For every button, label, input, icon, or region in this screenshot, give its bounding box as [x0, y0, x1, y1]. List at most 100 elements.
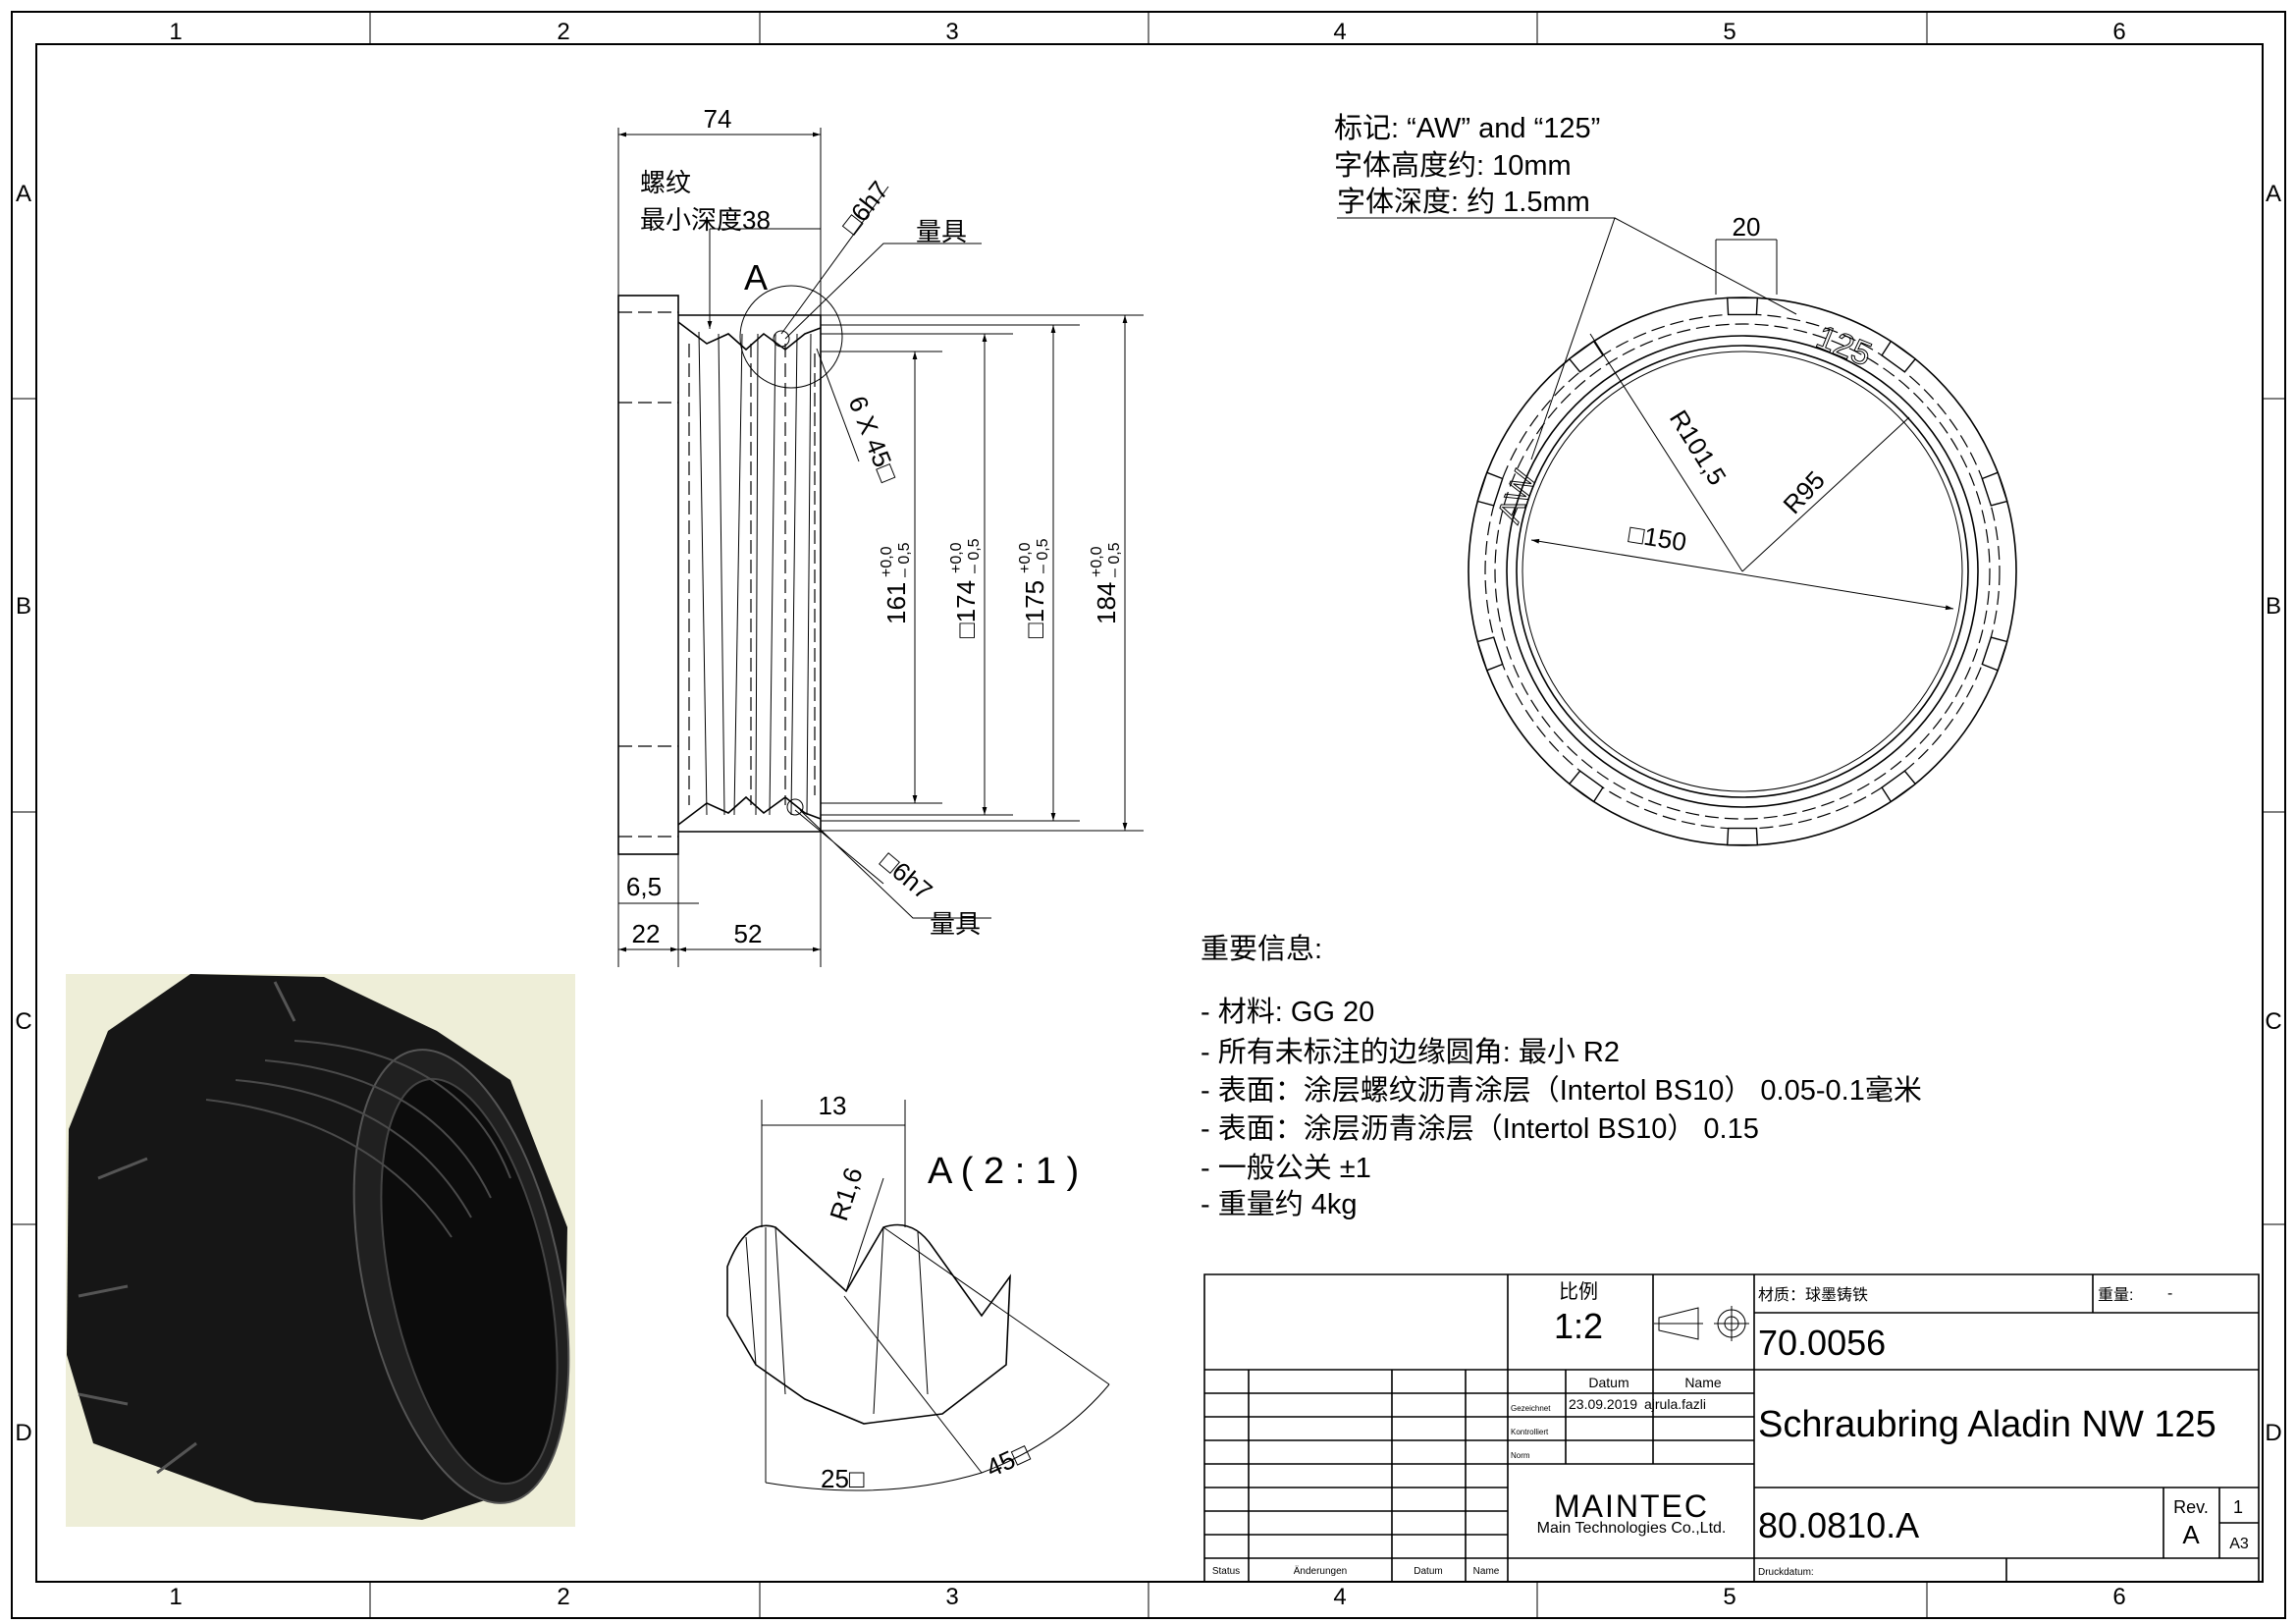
- rev-value: A: [2182, 1520, 2200, 1549]
- zone-row-a-left: A: [16, 181, 31, 207]
- weight-value: -: [2167, 1285, 2172, 1302]
- bore-dia: □150: [1627, 518, 1688, 557]
- chamfer-dim: 6 X 45□: [842, 392, 903, 486]
- thread-depth-label: 最小深度38: [640, 205, 771, 235]
- dia-175: □175: [1020, 580, 1049, 638]
- marking-line-1: 标记: “AW” and “125”: [1334, 112, 1600, 144]
- company-name: Main Technologies Co.,Ltd.: [1537, 1520, 1727, 1537]
- radius-outer: R101,5: [1664, 405, 1733, 490]
- zone-col-6-bottom: 6: [2112, 1584, 2125, 1610]
- zone-row-c-left: C: [15, 1008, 31, 1035]
- zone-row-a-right: A: [2266, 181, 2281, 207]
- marking-line-2: 字体高度约: 10mm: [1334, 149, 1572, 182]
- scale-label: 比例: [1559, 1280, 1598, 1303]
- weight-label: 重量:: [2098, 1286, 2133, 1304]
- rev-name-label: Name: [1473, 1566, 1500, 1577]
- sheet-number: 1: [2233, 1497, 2243, 1517]
- dia-161-tol-plus: +0,0: [879, 546, 895, 577]
- changes-label: Änderungen: [1294, 1565, 1348, 1577]
- notes-title: 重要信息:: [1201, 933, 1322, 965]
- detail-a-marker: A: [744, 257, 768, 298]
- zone-row-b-left: B: [16, 593, 31, 620]
- company-logo: MAINTEC: [1554, 1488, 1709, 1524]
- zone-col-4-bottom: 4: [1333, 1584, 1346, 1610]
- note-item: - 重量约 4kg: [1201, 1188, 1358, 1220]
- material: 材质：球墨铸铁: [1758, 1286, 1868, 1304]
- drawn-label: Gezeichnet: [1511, 1404, 1551, 1413]
- dia-174: □174: [951, 580, 981, 638]
- slot-width-dim: 20: [1733, 212, 1761, 242]
- dim-52: 52: [734, 919, 763, 948]
- dia-184: 184: [1092, 582, 1121, 624]
- notes: 重要信息: - 材料: GG 20 - 所有未标注的边缘圆角: 最小 R2 - …: [1201, 933, 1922, 1220]
- engraving-aw: AW: [1490, 465, 1544, 528]
- detail-a-circle: [739, 285, 843, 389]
- zone-row-c-right: C: [2265, 1008, 2281, 1035]
- drawing-title: Schraubring Aladin NW 125: [1758, 1404, 2216, 1445]
- thread-label: 螺纹: [640, 168, 691, 197]
- sheet-format: A3: [2229, 1536, 2249, 1552]
- detail-angle-right: 45□: [982, 1437, 1034, 1483]
- gauge-label-bottom: 量具: [930, 909, 981, 939]
- note-item: - 表面：涂层螺纹沥青涂层（Intertol BS10） 0.05-0.1毫米: [1201, 1074, 1922, 1107]
- zone-col-6-top: 6: [2112, 19, 2125, 45]
- dim-22: 22: [632, 919, 661, 948]
- drawn-by: ajrula.fazli: [1644, 1396, 1706, 1412]
- dia-174-tol-plus: +0,0: [948, 542, 965, 573]
- isometric-render: [66, 974, 575, 1527]
- dim-6-5: 6,5: [626, 872, 662, 901]
- name-header: Name: [1684, 1375, 1722, 1390]
- zone-col-3-bottom: 3: [945, 1584, 958, 1610]
- dia-174-tol-minus: – 0,5: [966, 538, 983, 573]
- print-date-label: Druckdatum:: [1758, 1567, 1814, 1578]
- dia-161: 161: [881, 582, 911, 624]
- zone-col-1-bottom: 1: [169, 1584, 182, 1610]
- note-item: - 材料: GG 20: [1201, 996, 1374, 1028]
- marking-line-3: 字体深度: 约 1.5mm: [1337, 186, 1590, 218]
- projection-symbol-icon: [1654, 1306, 1749, 1341]
- zone-row-d-right: D: [2265, 1420, 2281, 1446]
- title-block: 比例 1:2 材质：球墨铸铁 重量: - 70.0056 Datum Name …: [1203, 1273, 2260, 1583]
- drawing-number: 80.0810.A: [1758, 1505, 1919, 1545]
- zone-col-1-top: 1: [169, 19, 182, 45]
- part-number: 70.0056: [1758, 1323, 1886, 1363]
- dia-175-tol-plus: +0,0: [1017, 542, 1034, 573]
- checked-label: Kontrolliert: [1511, 1428, 1549, 1436]
- rev-date-label: Datum: [1414, 1566, 1442, 1577]
- note-item: - 表面：涂层沥青涂层（Intertol BS10） 0.15: [1201, 1112, 1759, 1145]
- dim-overall-length: 74: [704, 104, 732, 134]
- dia-184-tol-minus: – 0,5: [1106, 542, 1123, 577]
- zone-row-b-right: B: [2266, 593, 2281, 620]
- detail-view-a: 13 A ( 2 : 1 ) R1,6 25□ 45□: [726, 1091, 1110, 1493]
- sheet-frame: [11, 11, 2286, 1619]
- gauge-spec-bottom: □6h7: [875, 846, 938, 906]
- note-item: - 一般公关 ±1: [1201, 1152, 1371, 1184]
- zone-row-d-left: D: [15, 1420, 31, 1446]
- zone-col-5-top: 5: [1723, 19, 1735, 45]
- detail-radius: R1,6: [824, 1163, 869, 1224]
- zone-col-3-top: 3: [945, 19, 958, 45]
- zone-col-2-top: 2: [557, 19, 569, 45]
- radius-inner: R95: [1777, 465, 1830, 519]
- detail-pitch: 13: [819, 1091, 847, 1120]
- zone-col-5-bottom: 5: [1723, 1584, 1735, 1610]
- gauge-label-top: 量具: [916, 217, 967, 246]
- rev-label: Rev.: [2173, 1497, 2209, 1517]
- zone-labels: 1 2 3 4 5 6 1 2 3 4 5 6 A B C D A B C D: [15, 19, 2281, 1610]
- zone-col-4-top: 4: [1333, 19, 1346, 45]
- note-item: - 所有未标注的边缘圆角: 最小 R2: [1201, 1036, 1620, 1068]
- norm-label: Norm: [1511, 1451, 1530, 1460]
- scale-value: 1:2: [1554, 1306, 1603, 1346]
- datum-header: Datum: [1588, 1375, 1629, 1390]
- gauge-spec-top: □6h7: [835, 176, 894, 240]
- status-label: Status: [1212, 1566, 1240, 1577]
- detail-angle-left: 25□: [821, 1464, 865, 1493]
- zone-col-2-bottom: 2: [557, 1584, 569, 1610]
- drawn-date: 23.09.2019: [1569, 1396, 1637, 1412]
- dia-161-tol-minus: – 0,5: [896, 542, 913, 577]
- side-view: 74 螺纹 最小深度38 A □6h7 量具 6 X 45□ 161 +0,0 …: [617, 104, 1144, 967]
- detail-title: A ( 2 : 1 ): [928, 1151, 1079, 1192]
- dia-184-tol-plus: +0,0: [1089, 546, 1105, 577]
- front-view: 标记: “AW” and “125” 字体高度约: 10mm 字体深度: 约 1…: [1334, 112, 2017, 846]
